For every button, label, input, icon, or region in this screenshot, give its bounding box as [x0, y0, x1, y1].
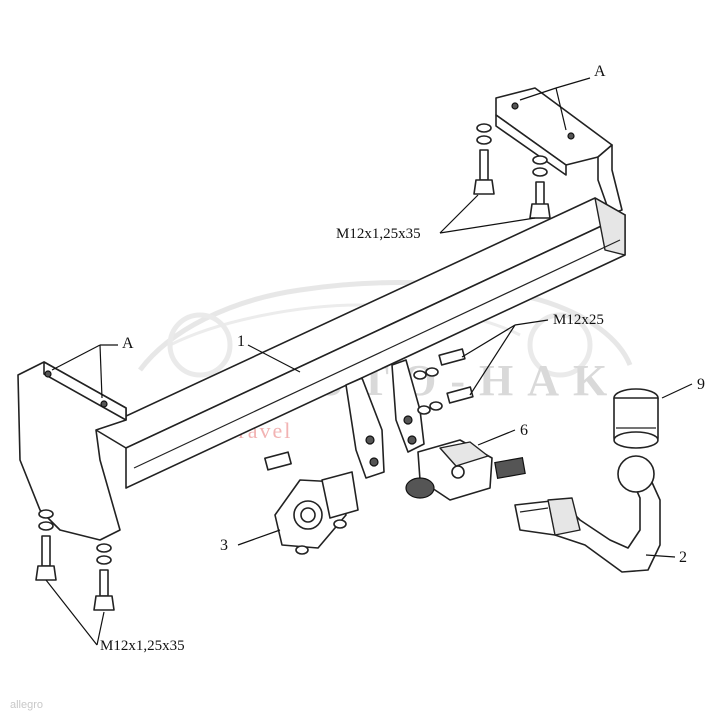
bracket-left	[17, 361, 127, 541]
bracket-hole	[567, 132, 575, 140]
bracket-hole	[100, 400, 108, 408]
label-bolt-middle: M12x25	[553, 312, 604, 328]
tow-ball-arm	[514, 455, 661, 573]
label-part-9: 9	[697, 376, 705, 393]
bracket-hole	[44, 370, 52, 378]
label-bolt-bottom: M12x1,25x35	[100, 638, 185, 654]
label-bolt-top: M12x1,25x35	[336, 226, 421, 242]
label-part-2: 2	[679, 549, 687, 566]
bolt-set-middle	[264, 348, 474, 471]
label-part-3: 3	[220, 537, 228, 554]
crossbar	[95, 197, 626, 489]
bracket-hole	[511, 102, 519, 110]
electrical-socket	[405, 439, 526, 501]
bolt-set-top	[473, 123, 551, 219]
label-part-1: 1	[237, 333, 245, 350]
bolt-set-bottom	[35, 509, 115, 611]
label-part-6: 6	[520, 422, 528, 439]
bracket-right	[495, 87, 623, 215]
leader-lines	[45, 77, 693, 646]
label-A-left: A	[122, 335, 134, 352]
ball-cap	[613, 388, 659, 449]
ball-mount-plates	[345, 359, 425, 479]
footer-source: allegro	[10, 699, 43, 711]
socket-plate	[274, 471, 359, 555]
label-A-top: A	[594, 63, 606, 80]
